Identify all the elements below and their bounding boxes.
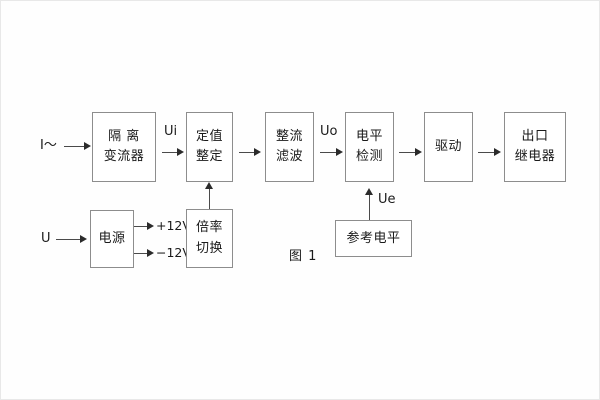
block-reference-level-line1: 参考电平 (346, 230, 401, 246)
block-rectify-filter-line2: 滤波 (275, 149, 303, 164)
wire-voltage-in (56, 239, 82, 240)
block-output-relay-line2: 继电器 (514, 149, 556, 164)
arrowhead-setting-to-rectify (254, 148, 261, 156)
block-isolation-transformer[interactable]: 隔 离 变流器 (92, 112, 156, 182)
arrowhead-rail-neg (147, 249, 154, 257)
arrowhead-multiplier-to-setting (205, 182, 213, 189)
arrowhead-ui (177, 148, 184, 156)
wire-rail-neg (134, 253, 150, 254)
signal-label-ui: Ui (164, 124, 178, 139)
block-setting-adjust-line1: 定值 (195, 128, 223, 144)
block-level-detect-line1: 电平 (355, 128, 383, 144)
block-level-detect[interactable]: 电平 检测 (345, 112, 394, 182)
block-level-detect-line2: 检测 (355, 149, 383, 164)
wire-multiplier-to-setting (209, 188, 210, 209)
wire-reference-to-level (369, 194, 370, 220)
power-rail-label-negative: −12V (156, 245, 191, 260)
arrowhead-drive-to-relay (494, 148, 501, 156)
block-rectify-filter-line1: 整流 (275, 128, 303, 144)
signal-label-uo: Uo (320, 124, 338, 139)
block-power-supply[interactable]: 电源 (90, 210, 134, 268)
block-reference-level[interactable]: 参考电平 (335, 220, 412, 257)
block-drive-line1: 驱动 (434, 139, 462, 155)
wire-drive-to-relay (478, 152, 496, 153)
figure-caption: 图 1 (289, 249, 318, 264)
wire-rail-pos (134, 226, 150, 227)
block-multiplier-switch[interactable]: 倍率 切换 (186, 209, 233, 268)
wire-setting-to-rectify (239, 152, 256, 153)
block-isolation-transformer-line2: 变流器 (103, 149, 145, 164)
wire-current-in (64, 146, 86, 147)
power-rail-label-positive: +12V (156, 218, 191, 233)
input-label-voltage: U (41, 231, 51, 246)
wire-level-to-drive (399, 152, 417, 153)
input-label-current: I～ (40, 138, 57, 153)
block-setting-adjust[interactable]: 定值 整定 (186, 112, 233, 182)
block-multiplier-switch-line1: 倍率 (195, 220, 223, 236)
block-multiplier-switch-line2: 切换 (195, 240, 223, 256)
block-drive[interactable]: 驱动 (424, 112, 473, 182)
block-power-supply-line1: 电源 (98, 231, 126, 247)
wire-ui (162, 152, 179, 153)
arrowhead-current-in (84, 142, 91, 150)
signal-label-ue: Ue (378, 192, 396, 207)
arrowhead-uo (336, 148, 343, 156)
block-output-relay-line1: 出口 (521, 128, 549, 144)
block-rectify-filter[interactable]: 整流 滤波 (265, 112, 314, 182)
block-isolation-transformer-line1: 隔 离 (108, 128, 140, 144)
block-output-relay[interactable]: 出口 继电器 (504, 112, 566, 182)
wire-uo (320, 152, 337, 153)
arrowhead-reference-to-level (365, 188, 373, 195)
arrowhead-rail-pos (147, 222, 154, 230)
arrowhead-level-to-drive (415, 148, 422, 156)
block-setting-adjust-line2: 整定 (195, 149, 223, 164)
arrowhead-voltage-in (80, 235, 87, 243)
